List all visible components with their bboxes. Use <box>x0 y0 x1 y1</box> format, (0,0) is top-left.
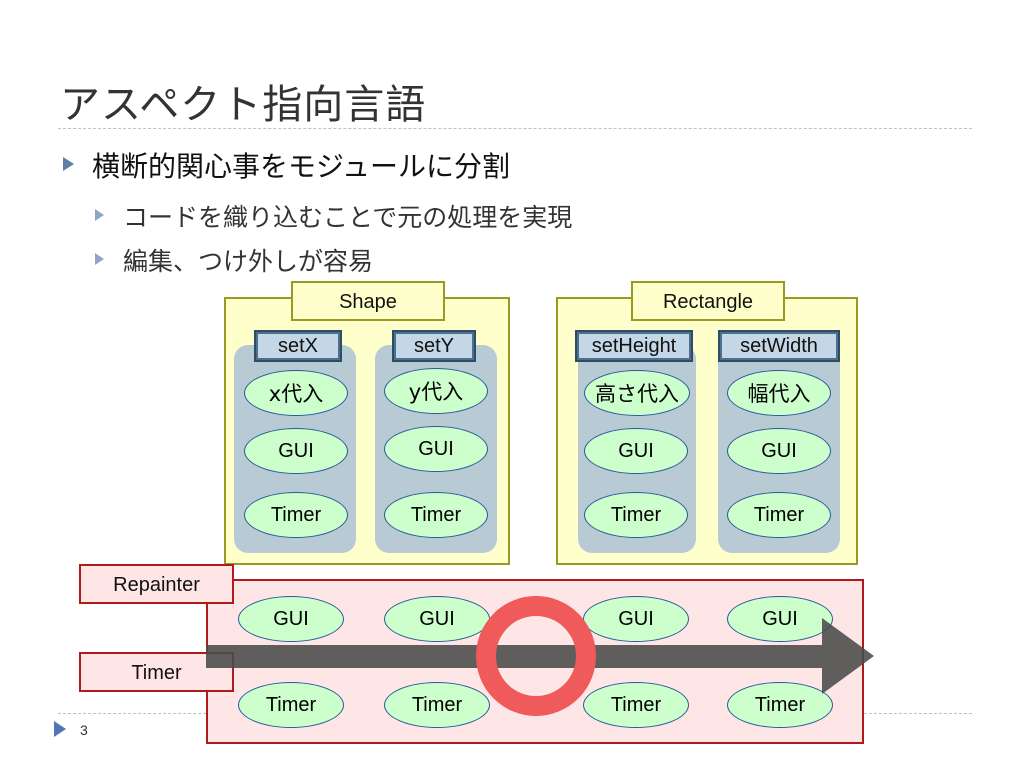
method-label-setwidth: setWidth <box>718 330 840 362</box>
method-label-setx: setX <box>254 330 342 362</box>
timer-aspect-item: Timer <box>727 682 833 728</box>
timer-aspect-item: Timer <box>384 682 490 728</box>
title-divider <box>58 128 972 129</box>
method-label-setheight: setHeight <box>575 330 693 362</box>
aspect-label-timer: Timer <box>79 652 234 692</box>
class-name-rectangle: Rectangle <box>631 281 785 321</box>
repainter-gui: GUI <box>384 596 490 642</box>
page-number: 3 <box>80 722 88 738</box>
item-timer: Timer <box>244 492 348 538</box>
sub-bullet-marker-icon <box>95 209 104 221</box>
sub-bullet-1: コードを織り込むことで元の処理を実現 <box>123 203 573 232</box>
item-timer: Timer <box>384 492 488 538</box>
timer-aspect-item: Timer <box>583 682 689 728</box>
bullet-main: 横断的関心事をモジュールに分割 <box>92 150 511 183</box>
item-height-assign: 高さ代入 <box>584 370 690 416</box>
item-x-assign: x代入 <box>244 370 348 416</box>
sub-bullet-marker-icon <box>95 253 104 265</box>
page-marker-icon <box>54 721 66 737</box>
item-gui: GUI <box>244 428 348 474</box>
item-timer: Timer <box>584 492 688 538</box>
slide-title: アスペクト指向言語 <box>60 82 427 128</box>
method-label-sety: setY <box>392 330 476 362</box>
item-y-assign: y代入 <box>384 368 488 414</box>
repainter-gui: GUI <box>583 596 689 642</box>
item-gui: GUI <box>584 428 688 474</box>
bullet-marker-icon <box>63 157 74 171</box>
class-name-shape: Shape <box>291 281 445 321</box>
sub-bullet-2: 編集、つけ外しが容易 <box>123 247 374 276</box>
timer-aspect-item: Timer <box>238 682 344 728</box>
repainter-gui: GUI <box>727 596 833 642</box>
item-gui: GUI <box>727 428 831 474</box>
aspect-label-repainter: Repainter <box>79 564 234 604</box>
item-width-assign: 幅代入 <box>727 370 831 416</box>
item-gui: GUI <box>384 426 488 472</box>
item-timer: Timer <box>727 492 831 538</box>
repainter-gui: GUI <box>238 596 344 642</box>
